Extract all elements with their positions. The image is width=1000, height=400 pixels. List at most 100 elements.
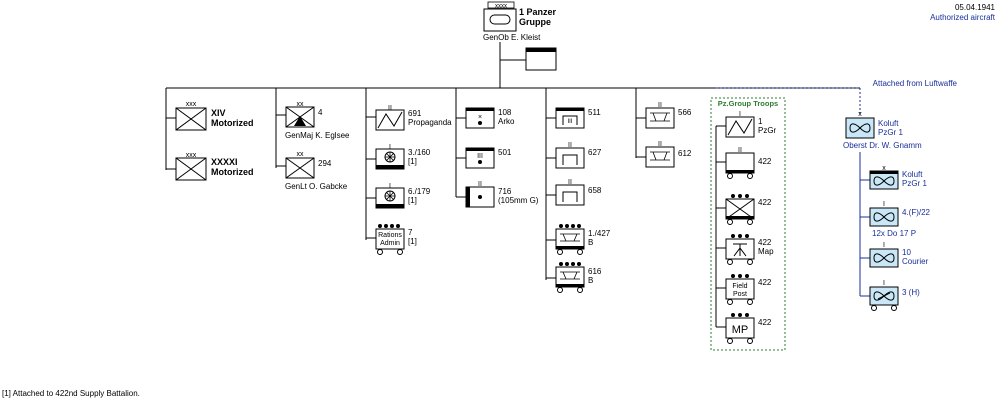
bridge-566-number: 566 bbox=[678, 108, 692, 117]
arko-label: Arko bbox=[498, 117, 515, 126]
svg-text:II: II bbox=[658, 141, 662, 148]
troops-u2-number: 422 bbox=[758, 157, 772, 166]
date-label: 05.04.1941 bbox=[955, 3, 996, 12]
army-recon-number: 3 (H) bbox=[902, 288, 920, 297]
koluft-main-unit: PzGr 1 bbox=[878, 128, 903, 137]
svg-text:I: I bbox=[883, 201, 885, 208]
corps-xiv-symbol: xxx bbox=[166, 101, 207, 131]
svg-text:II: II bbox=[658, 102, 662, 109]
svg-text:xxxx: xxxx bbox=[495, 4, 507, 10]
engineer-627-number: 627 bbox=[588, 148, 602, 157]
footnote: [1] Attached to 422nd Supply Battalion. bbox=[2, 389, 140, 398]
svg-text:xx: xx bbox=[297, 151, 305, 158]
division-294-number: 294 bbox=[318, 159, 332, 168]
division-4-commander: GenMaj K. Eglsee bbox=[285, 131, 350, 140]
koluft-commander: Oberst Dr. W. Gnamm bbox=[843, 141, 922, 150]
rations-admin-symbol bbox=[366, 224, 405, 255]
mp-box-text: MP bbox=[732, 324, 749, 336]
troops-title: Pz.Group Troops bbox=[718, 99, 778, 108]
troops-mp-symbol bbox=[716, 313, 755, 344]
engineer-658-number: 658 bbox=[588, 186, 602, 195]
koluft-main-name: Koluft bbox=[878, 119, 899, 128]
svg-text:I: I bbox=[739, 111, 741, 118]
svg-text:III: III bbox=[567, 119, 572, 125]
engineer-627-symbol: II bbox=[546, 142, 585, 169]
troops-u1-label: PzGr bbox=[758, 126, 777, 135]
propaganda-unit-symbol: II bbox=[366, 105, 405, 131]
svg-text:×: × bbox=[478, 114, 482, 121]
engineer-511-number: 511 bbox=[588, 108, 601, 117]
troops-dashed-box bbox=[710, 97, 786, 351]
division-294-symbol: xx bbox=[276, 151, 315, 179]
engineer-658-symbol: II bbox=[546, 179, 585, 206]
svg-text:I: I bbox=[389, 144, 391, 151]
bridging-616-symbol bbox=[546, 262, 585, 293]
troops-propaganda-symbol: I bbox=[716, 111, 755, 138]
hq-name: 1 Panzer bbox=[519, 7, 557, 17]
svg-text:II: II bbox=[738, 147, 742, 154]
propaganda-label: Propaganda bbox=[408, 118, 452, 127]
svg-text:II: II bbox=[568, 142, 572, 149]
artillery-716-number: 716 bbox=[498, 187, 512, 196]
svg-text:II: II bbox=[388, 105, 392, 112]
unit-179-note: [1] bbox=[408, 196, 417, 205]
troops-u1-number: 1 bbox=[758, 117, 763, 126]
artillery-501-symbol: III bbox=[456, 147, 495, 169]
arko-number: 108 bbox=[498, 108, 512, 117]
svg-text:I: I bbox=[389, 183, 391, 190]
corps-xxxxi-name: XXXXI bbox=[211, 157, 238, 167]
artillery-501-number: 501 bbox=[498, 148, 512, 157]
engineer-511-symbol: III bbox=[546, 107, 585, 129]
bridging-427-type: B bbox=[588, 238, 593, 247]
arko-108-symbol: × bbox=[456, 107, 495, 129]
courier-number: 10 bbox=[902, 248, 911, 257]
koluft-sub-unit: PzGr 1 bbox=[902, 179, 927, 188]
rations-number: 7 bbox=[408, 228, 413, 237]
koluft-echelon: x bbox=[858, 111, 862, 118]
rations-note: [1] bbox=[408, 237, 417, 246]
troops-u4-label: Map bbox=[758, 247, 774, 256]
field-post-line2: Post bbox=[733, 291, 747, 298]
unit-160-number: 3./160 bbox=[408, 148, 431, 157]
division-294-commander: GenLt O. Gabcke bbox=[285, 182, 348, 191]
unit-160-note: [1] bbox=[408, 157, 417, 166]
troops-supply-symbol bbox=[716, 194, 755, 225]
army-recon-squadron-symbol: I bbox=[860, 280, 899, 311]
troops-u4-number: 422 bbox=[758, 238, 772, 247]
medical-unit-160-symbol: I bbox=[366, 144, 405, 170]
corps-xxxxi-type: Motorized bbox=[211, 167, 254, 177]
hq-commander: GenOb E. Kleist bbox=[483, 33, 541, 42]
division-4-symbol: xx bbox=[276, 101, 315, 128]
svg-text:xxx: xxx bbox=[186, 152, 197, 159]
staff-symbol-band bbox=[526, 48, 556, 52]
bridge-612-symbol: II bbox=[636, 141, 675, 168]
bridging-616-type: B bbox=[588, 276, 593, 285]
bridge-612-number: 612 bbox=[678, 149, 692, 158]
recon-squadron-symbol: I bbox=[860, 201, 899, 227]
artillery-716-caliber: (105mm G) bbox=[498, 196, 539, 205]
field-post-line1: Field bbox=[732, 283, 747, 290]
corps-xiv-type: Motorized bbox=[211, 118, 254, 128]
artillery-716-symbol: II bbox=[456, 181, 495, 208]
aircraft-label: Authorized aircraft bbox=[930, 13, 996, 22]
corps-xxxxi-symbol: xxx bbox=[166, 152, 207, 181]
koluft-sub-name: Koluft bbox=[902, 170, 923, 179]
division-4-number: 4 bbox=[318, 108, 323, 117]
svg-text:xx: xx bbox=[297, 101, 305, 108]
corps-xiv-name: XIV bbox=[211, 108, 226, 118]
troops-supply-hq-symbol: II bbox=[716, 147, 755, 179]
koluft-main-symbol bbox=[845, 117, 875, 139]
troops-field-post-symbol bbox=[716, 274, 755, 305]
panzer-group-hq-symbol: xxxx bbox=[483, 1, 517, 32]
recon-squadron-number: 4.(F)/22 bbox=[902, 208, 931, 217]
propaganda-number: 691 bbox=[408, 109, 422, 118]
rations-box-line2: Admin bbox=[380, 240, 400, 247]
svg-text:I: I bbox=[883, 280, 885, 287]
medical-unit-179-symbol: I bbox=[366, 183, 405, 209]
bridge-566-symbol: II bbox=[636, 102, 675, 129]
svg-text:I: I bbox=[883, 242, 885, 249]
unit-179-number: 6./179 bbox=[408, 187, 431, 196]
attached-luftwaffe-label: Attached from Luftwaffe bbox=[873, 79, 958, 88]
bridging-616-number: 616 bbox=[588, 267, 602, 276]
